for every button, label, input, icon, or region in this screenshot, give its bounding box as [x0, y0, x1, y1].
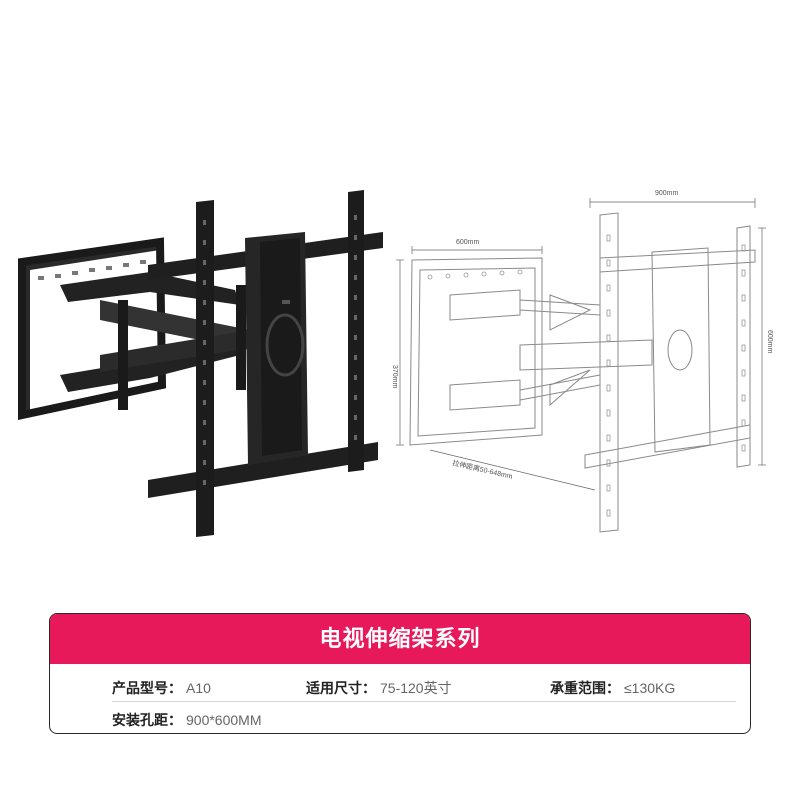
spec-label: 安装孔距： [112, 712, 182, 728]
spec-value: A10 [186, 680, 211, 696]
dim-height-right: 600mm [766, 330, 773, 354]
spec-label: 产品型号： [112, 680, 182, 696]
center-plate [245, 232, 308, 465]
spec-card: 电视伸缩架系列 产品型号：A10 适用尺寸：75-120英寸 承重范围：≤130… [49, 613, 751, 734]
dim-height-left: 370mm [391, 365, 398, 389]
spec-model: 产品型号：A10 [112, 678, 211, 698]
row-divider [112, 701, 736, 702]
spec-value: 75-120英寸 [380, 680, 452, 696]
wall-plate [18, 237, 167, 420]
drawing-left-bracket [599, 212, 619, 533]
dim-extension: 拉伸距离50-648mm [452, 458, 514, 481]
technical-drawing: 900mm 600mm 370mm 600mm 拉伸距离50-648mm [391, 190, 773, 533]
drawing-right-bracket [736, 225, 751, 468]
vertical-brackets [196, 190, 364, 537]
spec-value: ≤130KG [624, 680, 676, 696]
spec-label: 适用尺寸： [306, 680, 376, 696]
product-photo [18, 190, 383, 537]
spec-row: 产品型号：A10 适用尺寸：75-120英寸 承重范围：≤130KG [50, 672, 750, 702]
spec-value: 900*600MM [186, 712, 262, 728]
dim-width-inner: 600mm [456, 239, 480, 246]
spec-hole-spacing: 安装孔距：900*600MM [112, 710, 262, 730]
drawing-wall-plate [409, 257, 543, 446]
spec-load: 承重范围：≤130KG [550, 678, 675, 698]
spec-label: 承重范围： [550, 680, 620, 696]
spec-size: 适用尺寸：75-120英寸 [306, 678, 452, 698]
series-title: 电视伸缩架系列 [50, 614, 750, 664]
dim-width-total: 900mm [655, 190, 679, 197]
spec-row: 安装孔距：900*600MM [50, 704, 750, 733]
